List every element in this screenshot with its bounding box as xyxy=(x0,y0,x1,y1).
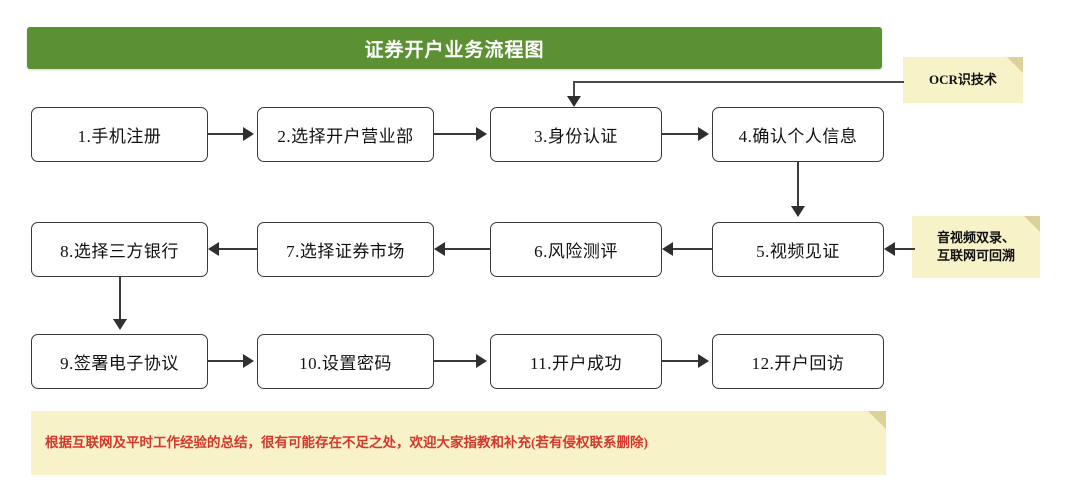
connector-6-to-7 xyxy=(445,248,490,250)
arrowhead-4-to-5 xyxy=(791,206,805,217)
note-video-line2: 互联网可回溯 xyxy=(936,248,1015,263)
node-label: 11.开户成功 xyxy=(529,354,623,373)
node-label: 10.设置密码 xyxy=(299,354,392,373)
arrowhead-2-to-3 xyxy=(476,127,487,141)
arrowhead-note-video-to-node5 xyxy=(884,242,895,256)
note-fold-corner-icon xyxy=(1024,216,1040,232)
node-label: 2.选择开户营业部 xyxy=(277,127,414,146)
connector-3-to-4 xyxy=(662,133,700,135)
connector-4-to-5 xyxy=(797,162,799,208)
arrowhead-3-to-4 xyxy=(698,127,709,141)
node-8-select-third-party-bank[interactable]: 8.选择三方银行 xyxy=(31,222,208,277)
arrowhead-1-to-2 xyxy=(243,127,254,141)
note-fold-corner-icon xyxy=(868,411,886,429)
note-ocr[interactable]: OCR识技术 xyxy=(903,57,1023,103)
connector-ocr-vertical xyxy=(573,81,575,99)
node-9-sign-electronic-agreement[interactable]: 9.签署电子协议 xyxy=(31,334,208,389)
arrowhead-11-to-12 xyxy=(698,354,709,368)
note-footer-disclaimer[interactable]: 根据互联网及平时工作经验的总结，很有可能存在不足之处，欢迎大家指教和补充(若有侵… xyxy=(31,411,886,475)
connector-5-to-6 xyxy=(673,248,712,250)
arrowhead-ocr-to-node3 xyxy=(567,96,581,107)
node-label: 1.手机注册 xyxy=(77,127,162,146)
note-video-line1: 音视频双录、 xyxy=(936,230,1015,246)
arrowhead-6-to-7 xyxy=(434,242,445,256)
note-footer-text: 根据互联网及平时工作经验的总结，很有可能存在不足之处，欢迎大家指教和补充(若有侵… xyxy=(45,434,648,450)
node-12-account-follow-up[interactable]: 12.开户回访 xyxy=(712,334,884,389)
node-3-identity-verification[interactable]: 3.身份认证 xyxy=(490,107,662,162)
note-ocr-text: OCR识技术 xyxy=(929,72,997,88)
node-4-confirm-personal-info[interactable]: 4.确认个人信息 xyxy=(712,107,884,162)
node-label: 12.开户回访 xyxy=(751,354,845,373)
node-5-video-witness[interactable]: 5.视频见证 xyxy=(712,222,884,277)
arrowhead-7-to-8 xyxy=(208,242,219,256)
page-title: 证券开户业务流程图 xyxy=(27,27,882,69)
node-label: 6.风险测评 xyxy=(534,242,618,261)
connector-2-to-3 xyxy=(434,133,479,135)
node-7-select-securities-market[interactable]: 7.选择证券市场 xyxy=(257,222,434,277)
connector-11-to-12 xyxy=(662,360,700,362)
node-label: 3.身份认证 xyxy=(534,127,618,146)
connector-1-to-2 xyxy=(208,133,243,135)
node-label: 5.视频见证 xyxy=(756,242,840,261)
connector-8-to-9 xyxy=(119,277,121,321)
note-video-recording[interactable]: 音视频双录、 互联网可回溯 xyxy=(912,216,1040,278)
node-1-mobile-register[interactable]: 1.手机注册 xyxy=(31,107,208,162)
connector-7-to-8 xyxy=(219,248,257,250)
node-6-risk-assessment[interactable]: 6.风险测评 xyxy=(490,222,662,277)
node-label: 9.签署电子协议 xyxy=(60,354,179,373)
note-video-text: 音视频双录、 互联网可回溯 xyxy=(937,229,1015,264)
connector-ocr-horizontal xyxy=(574,81,904,83)
arrowhead-5-to-6 xyxy=(662,242,673,256)
node-label: 7.选择证券市场 xyxy=(286,242,405,261)
connector-note-video-to-node5 xyxy=(895,248,915,250)
note-fold-corner-icon xyxy=(1007,57,1023,73)
page-title-text: 证券开户业务流程图 xyxy=(364,39,545,61)
node-label: 8.选择三方银行 xyxy=(60,242,179,261)
node-10-set-password[interactable]: 10.设置密码 xyxy=(257,334,434,389)
arrowhead-10-to-11 xyxy=(476,354,487,368)
node-label: 4.确认个人信息 xyxy=(738,127,858,146)
connector-10-to-11 xyxy=(434,360,479,362)
arrowhead-9-to-10 xyxy=(243,354,254,368)
node-11-account-opened[interactable]: 11.开户成功 xyxy=(490,334,662,389)
node-2-select-branch[interactable]: 2.选择开户营业部 xyxy=(257,107,434,162)
connector-9-to-10 xyxy=(208,360,243,362)
arrowhead-8-to-9 xyxy=(113,319,127,330)
